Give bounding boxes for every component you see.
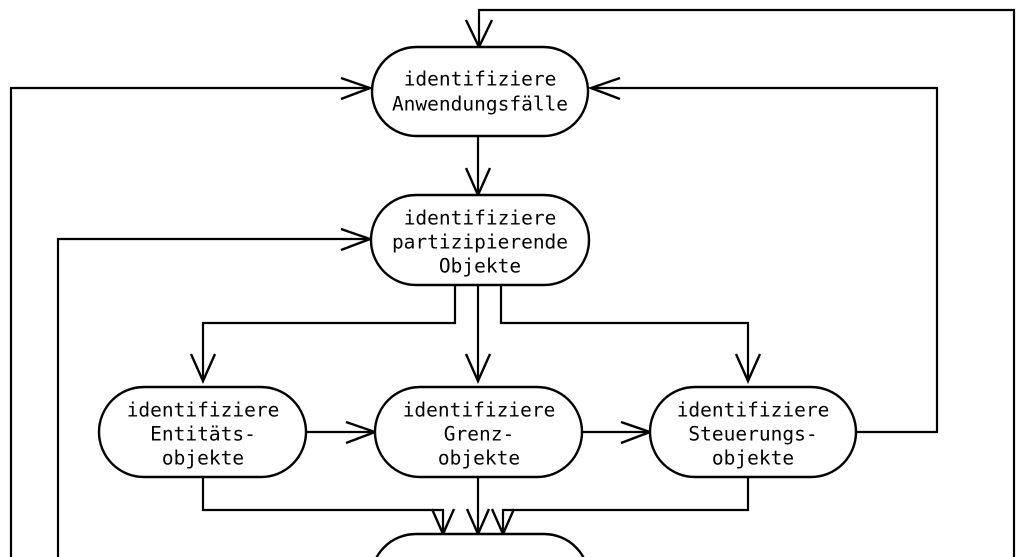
node-grenzobjekte[interactable]: identifiziere Grenz- objekte [373, 385, 584, 479]
node-grenzobjekte-shape [373, 385, 584, 479]
node-steuerungsobjekte-shape [648, 385, 858, 479]
node-partizipierende-objekte-line2: partizipierende [392, 231, 568, 254]
node-partizipierende-objekte[interactable]: identifiziere partizipierende Objekte [369, 193, 591, 287]
edge-steuerungs-to-bottom [501, 478, 750, 533]
node-steuerungsobjekte[interactable]: identifiziere Steuerungs- objekte [648, 385, 858, 479]
node-entitaetsobjekte-line2: Entitäts- [150, 423, 256, 446]
node-partizipierende-objekte-shape [369, 193, 591, 287]
node-steuerungsobjekte-line3: objekte [712, 447, 794, 470]
arrowhead-right-into-node1 [587, 76, 621, 101]
node-bottom-cropped-shape [375, 532, 585, 557]
edge-partizipierende-to-steuerungs [499, 285, 750, 380]
node-grenzobjekte-line2: Grenz- [444, 423, 514, 446]
node-entitaetsobjekte-line1: identifiziere [127, 399, 280, 422]
node-partizipierende-objekte-line1: identifiziere [404, 207, 557, 230]
arrowhead-into-grenz [464, 353, 492, 384]
node-anwendungsfaelle-line2: Anwendungsfälle [392, 93, 568, 116]
edge-left-return-into-anwendungsfaelle [9, 86, 369, 557]
node-entitaetsobjekte[interactable]: identifiziere Entitäts- objekte [97, 385, 308, 479]
node-steuerungsobjekte-line2: Steuerungs- [688, 423, 817, 446]
node-anwendungsfaelle[interactable]: identifiziere Anwendungsfälle [370, 45, 590, 138]
arrowhead-into-entitaets [189, 353, 217, 384]
node-steuerungsobjekte-line1: identifiziere [677, 399, 830, 422]
arrowhead-into-steuerungs [734, 353, 762, 384]
node-grenzobjekte-line1: identifiziere [403, 399, 556, 422]
edge-top-return-into-anwendungsfaelle [477, 8, 1016, 557]
node-grenzobjekte-line3: objekte [438, 447, 520, 470]
edge-layer [9, 8, 1016, 557]
node-partizipierende-objekte-line3: Objekte [439, 255, 521, 278]
node-entitaetsobjekte-shape [97, 385, 308, 479]
node-anwendungsfaelle-shape [370, 45, 590, 138]
edge-left-return-into-partizipierende [56, 237, 369, 557]
node-bottom-cropped[interactable] [371, 532, 589, 557]
arrowhead-left-return-node1 [340, 76, 374, 101]
edge-entitaets-to-bottom [201, 478, 445, 533]
node-anwendungsfaelle-line1: identifiziere [404, 68, 557, 91]
edge-partizipierende-to-entitaets [201, 285, 457, 380]
node-entitaetsobjekte-line3: objekte [162, 447, 244, 470]
edge-steuerungs-to-anwendungsfaelle [592, 86, 939, 434]
